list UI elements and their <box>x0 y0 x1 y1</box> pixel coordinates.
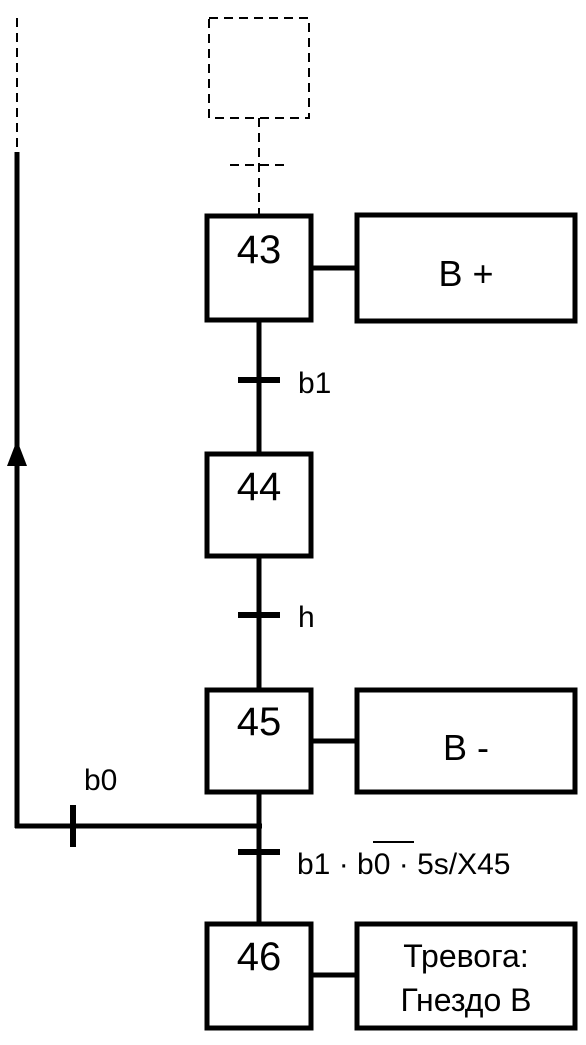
condition-part-3: · 5s/X45 <box>390 848 510 881</box>
condition-part-1: b1 · <box>297 848 357 881</box>
step-46-action-line-2: Гнездо B <box>401 982 532 1018</box>
step-43-action-box <box>354 212 578 324</box>
step-43-label: 43 <box>237 228 282 272</box>
transition-43-44-label: b1 <box>298 367 331 400</box>
step-45-box <box>204 687 314 795</box>
step-46-action-box <box>354 921 578 1031</box>
step-46-label: 46 <box>237 935 282 979</box>
step-46-action-line-1: Тревога: <box>403 938 528 974</box>
step-45-label: 45 <box>237 700 282 744</box>
transition-44-45-label: h <box>298 601 315 634</box>
step-44-label: 44 <box>237 465 282 509</box>
previous-step-dashed <box>208 17 310 119</box>
return-arrow-icon <box>7 440 27 466</box>
condition-part-negated: b0 <box>357 848 390 881</box>
step-45-action-label: B - <box>443 727 489 768</box>
step-46-box <box>204 921 314 1031</box>
transition-45-back-label: b0 <box>84 764 117 797</box>
step-45-action-box <box>354 687 578 795</box>
step-44-box <box>204 451 314 559</box>
step-43-action-label: B + <box>438 253 493 294</box>
transition-45-46-label: b1 · b0 · 5s/X45 <box>297 848 510 881</box>
step-43-box <box>204 213 314 323</box>
